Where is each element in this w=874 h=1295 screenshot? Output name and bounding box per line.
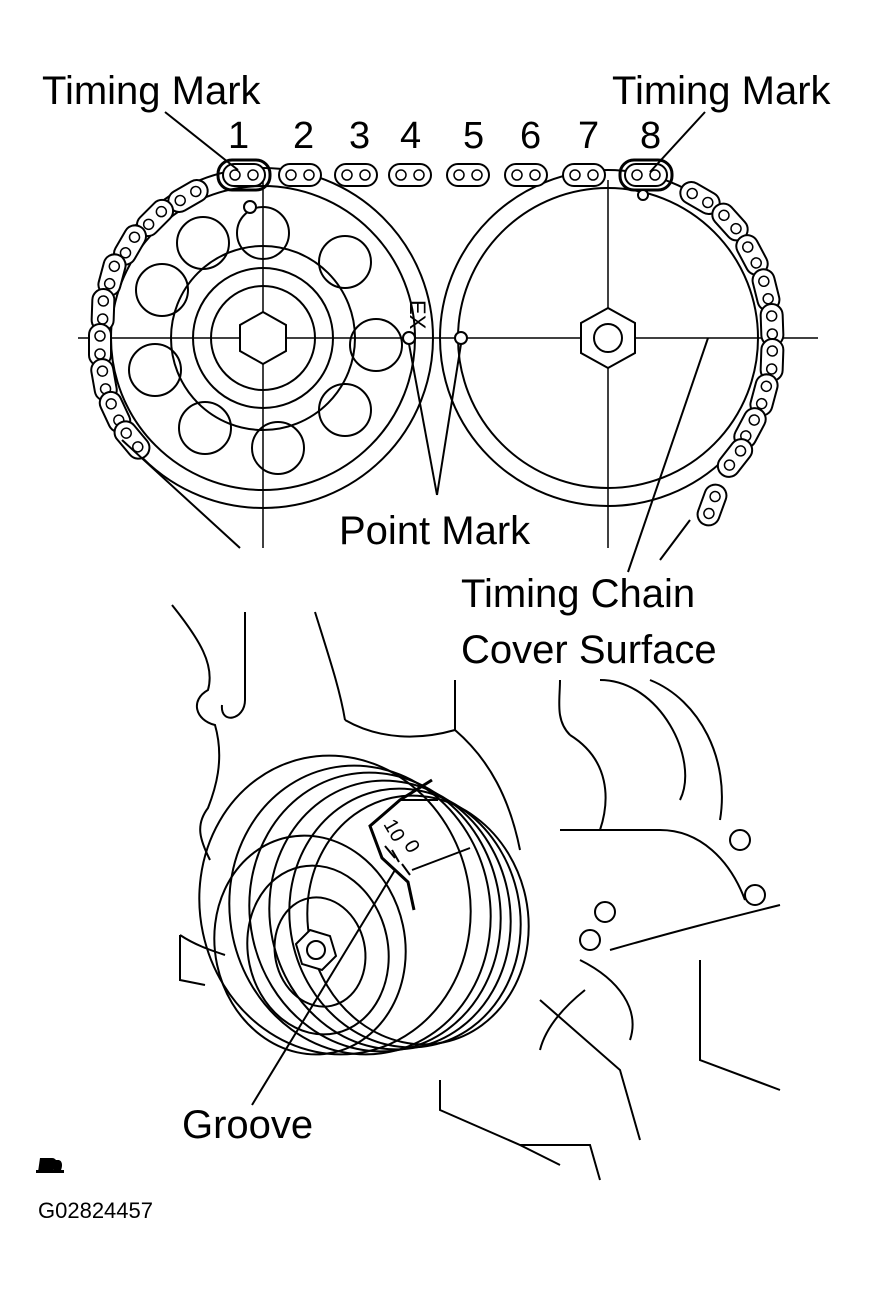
point-mark-label: Point Mark (339, 509, 531, 553)
chain-link (90, 288, 116, 332)
link-number: 1 (228, 115, 249, 157)
crankshaft-pulley (198, 754, 530, 1056)
left-timing-link-highlight (216, 158, 272, 192)
groove-label: Groove (182, 1103, 313, 1147)
chain-link (446, 163, 490, 187)
intake-point-mark-dot (454, 331, 468, 345)
exhaust-bolt-head (239, 310, 287, 366)
exhaust-point-mark-dot (402, 331, 416, 345)
link-number: 3 (349, 115, 370, 157)
chain-cover-label-line2: Cover Surface (461, 628, 717, 672)
chain-link (679, 181, 721, 215)
leader-chain-cover (627, 337, 709, 573)
figure-id: G02824457 (38, 1198, 153, 1223)
chain-guide-left (121, 439, 241, 549)
chain-link (167, 179, 209, 213)
chain-link (278, 163, 322, 187)
chain-link (90, 358, 118, 402)
chain-link (504, 163, 548, 187)
link-number: 7 (578, 115, 599, 157)
pulley-mark-0: 0 (399, 836, 424, 857)
chain-link (388, 163, 432, 187)
link-number: 8 (640, 115, 661, 157)
chain-link (562, 163, 606, 187)
left-sprocket-timing-dot (243, 200, 257, 214)
chain-link (113, 420, 151, 460)
timing-mark-right-label: Timing Mark (612, 69, 832, 113)
leader-point-mark-right (436, 343, 462, 496)
link-number: 4 (400, 115, 421, 157)
chain-link (334, 163, 378, 187)
sprocket-lightening-holes (128, 206, 403, 475)
leader-groove (251, 869, 396, 1106)
leader-point-mark-left (408, 343, 438, 496)
chain-link (624, 163, 668, 187)
exhaust-marking: EX (405, 300, 430, 330)
right-sprocket-timing-dot (637, 189, 649, 201)
engine-block-outline (171, 604, 781, 1181)
chain-link (711, 202, 749, 242)
exhaust-sprocket: EX (92, 167, 434, 509)
timing-mark-left-label: Timing Mark (42, 69, 262, 113)
crankshaft-bolt-head (294, 928, 338, 972)
leader-timing-mark-right (649, 111, 706, 173)
chain-link (716, 438, 754, 478)
chain-link (135, 198, 175, 238)
chain-link (696, 483, 728, 527)
link-number: 2 (293, 115, 314, 157)
chain-cover-label-line1: Timing Chain (461, 572, 695, 616)
camshaft-assembly: EX 1 2 3 4 5 6 7 8 (78, 111, 818, 573)
link-number: 5 (463, 115, 484, 157)
chain-guide-right (659, 519, 691, 561)
pulley-mark-10: 10 (379, 815, 409, 845)
chain-link (88, 323, 112, 367)
timing-chain (88, 163, 785, 527)
chain-link (222, 163, 266, 187)
intake-bolt-head (580, 306, 636, 370)
leader-timing-mark-left (164, 111, 239, 171)
link-number: 6 (520, 115, 541, 157)
chain-link (735, 234, 769, 276)
notebook-icon (36, 1158, 64, 1173)
link-number-labels: 1 2 3 4 5 6 7 8 (228, 115, 661, 157)
